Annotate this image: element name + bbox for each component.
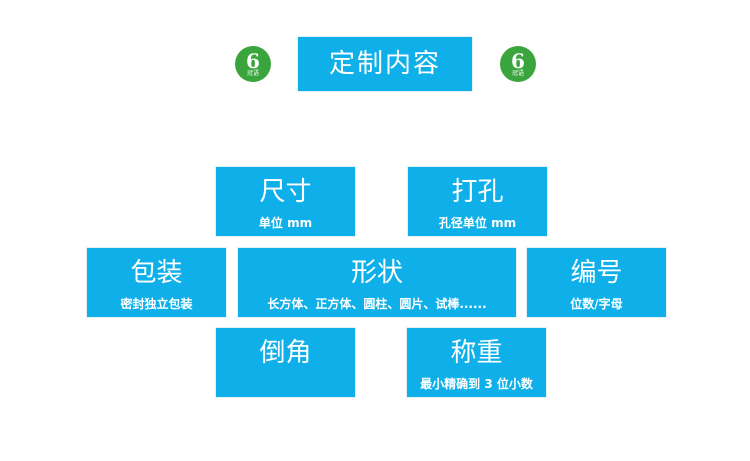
card-title: 包装 — [130, 258, 183, 288]
logo-text: 冠语 — [246, 69, 259, 77]
card-shape: 形状 长方体、正方体、圆柱、圆片、试棒...... — [237, 247, 517, 318]
card-subtitle: 单位 mm — [258, 216, 313, 230]
card-title: 称重 — [450, 338, 503, 368]
card-packaging: 包装 密封独立包装 — [86, 247, 227, 318]
card-title: 尺寸 — [259, 177, 312, 207]
card-numbering: 编号 位数/字母 — [526, 247, 667, 318]
card-weighing: 称重 最小精确到 3 位小数 — [406, 327, 547, 398]
logo-glyph: 6 — [246, 48, 260, 73]
card-subtitle: 密封独立包装 — [120, 297, 193, 311]
page-title-text: 定制内容 — [328, 49, 441, 79]
card-subtitle: 位数/字母 — [570, 297, 623, 311]
card-title: 倒角 — [259, 338, 312, 368]
brand-logo-left: 6 冠语 — [235, 46, 271, 82]
card-title: 形状 — [350, 258, 403, 288]
page-title: 定制内容 — [297, 36, 473, 92]
logo-glyph: 6 — [511, 48, 525, 73]
logo-text: 冠语 — [511, 69, 524, 77]
card-drilling: 打孔 孔径单位 mm — [407, 166, 548, 237]
card-subtitle: 孔径单位 mm — [438, 216, 517, 230]
card-title: 编号 — [570, 258, 623, 288]
card-chamfer: 倒角 — [215, 327, 356, 398]
card-subtitle: 最小精确到 3 位小数 — [420, 377, 533, 391]
card-title: 打孔 — [451, 177, 504, 207]
card-size: 尺寸 单位 mm — [215, 166, 356, 237]
card-subtitle: 长方体、正方体、圆柱、圆片、试棒...... — [267, 297, 487, 311]
brand-logo-right: 6 冠语 — [500, 46, 536, 82]
